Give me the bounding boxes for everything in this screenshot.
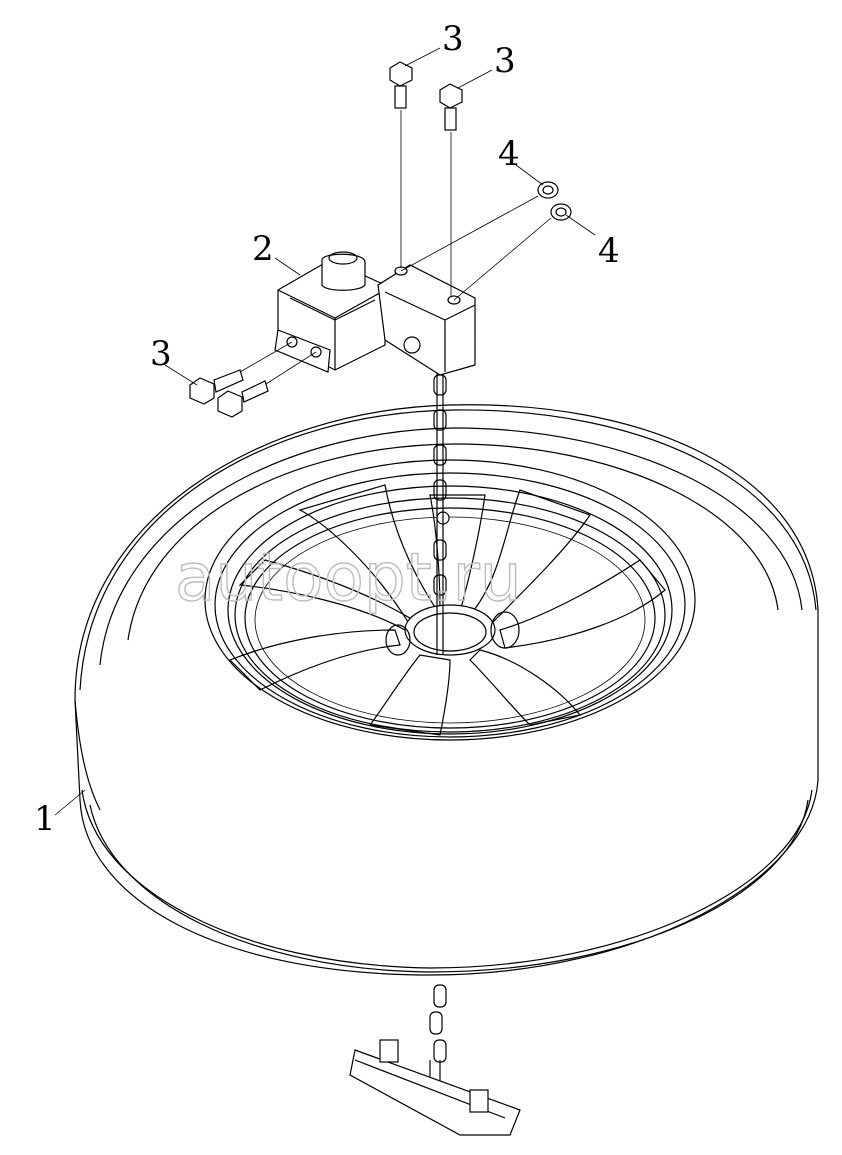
alloy-wheel: [228, 484, 666, 736]
callout-3-side-bolt: 3: [150, 334, 172, 374]
watermark: autoopt.ru: [174, 538, 522, 616]
watermark-text: autoopt.ru: [175, 539, 522, 616]
callout-2-bracket: 2: [252, 229, 274, 269]
callout-4-lower-nut: 4: [598, 231, 620, 271]
hoist-chain: [429, 370, 447, 1085]
bolt-top-right: [439, 83, 463, 297]
nut-lower: [453, 203, 572, 301]
callout-1-tire: 1: [34, 799, 56, 839]
callout-3-top-right-bolt: 3: [494, 41, 516, 81]
callout-4-upper-nut: 4: [498, 134, 520, 174]
nut-upper: [400, 181, 559, 272]
retainer-plate: [349, 1039, 521, 1136]
bolt-top-left: [389, 61, 413, 268]
callout-3-top-left-bolt: 3: [442, 19, 464, 59]
carrier-bracket: [274, 251, 476, 376]
leader-lines: [54, 47, 596, 816]
